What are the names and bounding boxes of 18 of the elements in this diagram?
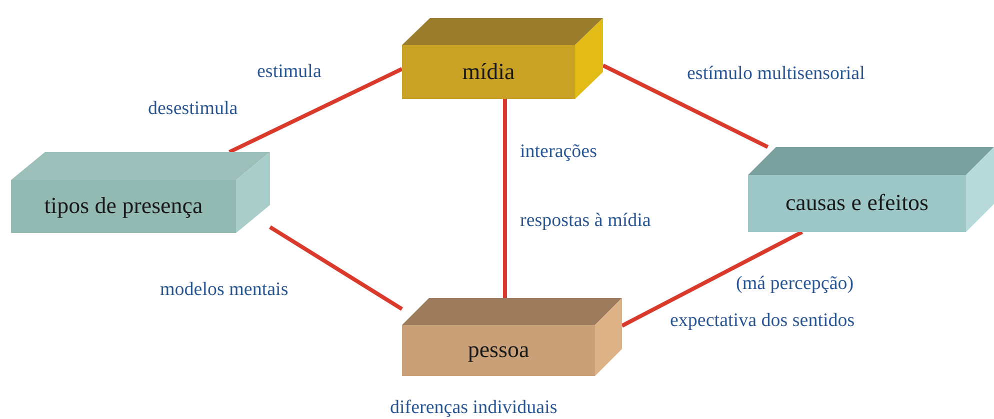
connector-line (503, 99, 507, 298)
edge-label: interações (520, 140, 598, 164)
block-label: pessoa (468, 336, 530, 364)
edge-label: modelos mentais (160, 278, 288, 302)
block-label: tipos de presença (44, 192, 203, 220)
connector-line (228, 67, 403, 154)
connector-line (621, 230, 804, 328)
edge-label: estímulo multisensorial (687, 62, 865, 86)
edge-label: (má percepção) (736, 272, 854, 296)
annotation-text: expectativa dos sentidos (670, 309, 855, 333)
annotation-text: desestimula (148, 97, 238, 121)
connector-line (602, 64, 769, 149)
block-label: causas e efeitos (785, 189, 929, 218)
annotation-text: respostas à mídia (520, 209, 651, 233)
block-label: mídia (462, 58, 515, 86)
edge-label: estimula (257, 60, 322, 84)
block-caption: diferenças individuais (390, 396, 558, 419)
connector-line (268, 225, 404, 311)
